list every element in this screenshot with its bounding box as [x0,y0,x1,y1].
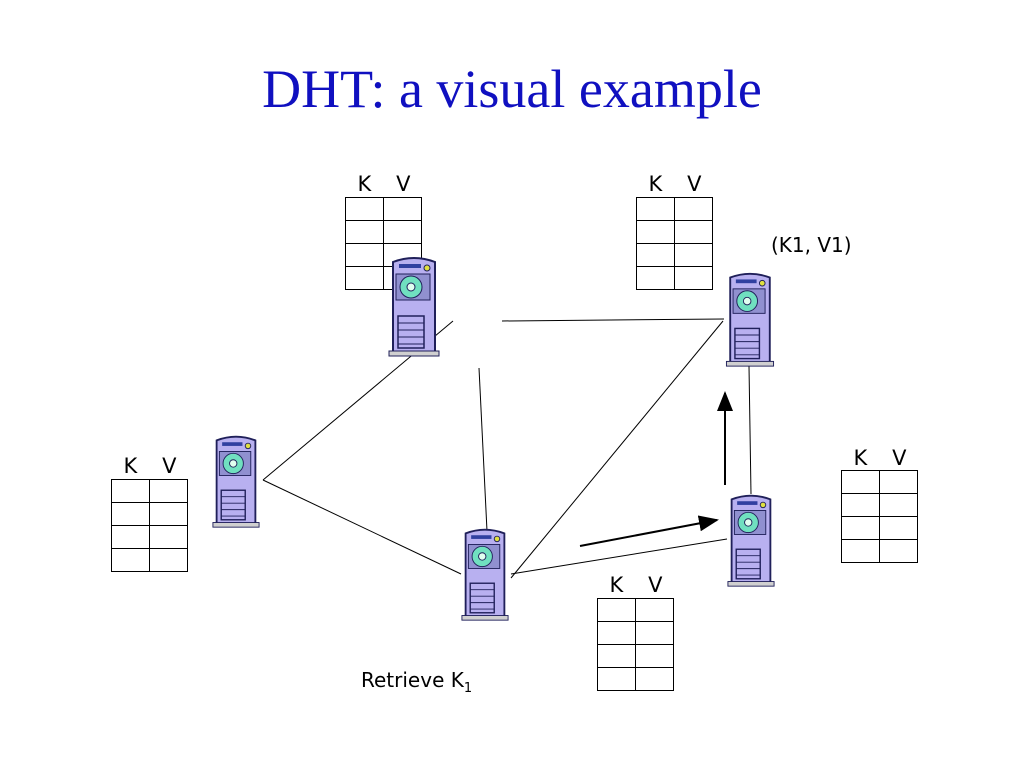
value-header: V [892,446,907,470]
server-icon [212,435,260,528]
link-top-right [501,318,725,322]
value-header: V [648,573,663,597]
link-top-bottom [478,367,488,532]
kv-header-bottom: K V [597,575,675,596]
link-bottom-topright [510,320,724,579]
value-header: V [162,454,177,478]
retrieve-label: Retrieve K1 [361,670,472,695]
key-header: K [123,454,138,478]
key-header: K [609,573,624,597]
server-icon [461,528,509,621]
kv-table-right [841,470,918,563]
arrow-route-right [579,515,719,547]
kv-header-left: K V [111,456,189,477]
retrieve-text: Retrieve K [361,668,464,692]
key-header: K [357,172,372,196]
link-left-bottom [262,479,462,575]
kv-table-bottom [597,598,674,691]
link-bottom-lowerright [510,538,728,575]
server-icon [727,494,775,587]
key-header: K [648,172,663,196]
page-title: DHT: a visual example [262,59,762,119]
kv-table-top-right [636,197,713,290]
server-icon [388,257,440,357]
kv-table-left [111,479,188,572]
kv-header-top-right: K V [636,174,714,195]
kv-table-top-left [345,197,422,290]
kv-header-top-left: K V [345,174,423,195]
server-icon [725,272,775,367]
key-header: K [853,446,868,470]
kv-header-right: K V [841,448,919,469]
value-header: V [396,172,411,196]
link-right-vertical [748,365,752,495]
value-header: V [687,172,702,196]
pair-label: (K1, V1) [771,233,852,257]
retrieve-subscript: 1 [463,681,473,696]
